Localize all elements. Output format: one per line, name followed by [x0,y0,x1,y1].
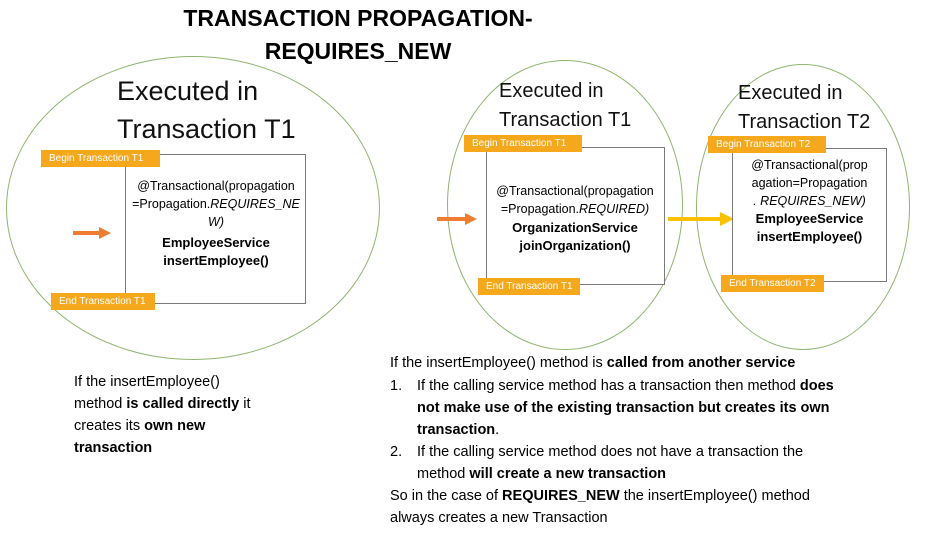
middle-end-transaction-tag: End Transaction T1 [478,278,580,295]
yellow-arrow-icon [668,212,734,226]
left-begin-transaction-tag: Begin Transaction T1 [41,150,160,167]
left-service-name: EmployeeService [162,235,270,250]
middle-heading-line-1: Executed in [499,80,604,102]
right-end-transaction-tag: End Transaction T2 [721,275,824,292]
right-heading-line-1: Executed in [738,82,843,104]
left-annotation-line-2: =Propagation.REQUIRES_NE [132,197,300,211]
left-heading: Executed in Transaction T1 [117,72,367,148]
left-note: If the insertEmployee() method is called… [74,371,314,459]
middle-heading-line-2: Transaction T1 [499,109,632,131]
left-heading-line-1: Executed in [117,76,259,106]
left-method-text: @Transactional(propagation =Propagation.… [128,177,304,270]
middle-transaction-circle [447,60,683,350]
middle-heading: Executed in Transaction T1 [499,77,669,135]
right-method-text: @Transactional(prop agation=Propagation … [733,156,886,246]
middle-service-name: OrganizationService [512,220,638,235]
middle-method-box [486,147,665,285]
bottom-note: If the insertEmployee() method is called… [390,352,920,529]
right-method-name: insertEmployee() [756,229,863,244]
middle-method-text: @Transactional(propagation =Propagation.… [487,182,663,255]
left-method-name: insertEmployee() [163,253,269,268]
right-service-name: EmployeeService [755,211,864,226]
left-note-line-1: If the insertEmployee() [74,374,220,390]
left-heading-line-2: Transaction T1 [117,114,296,144]
right-transaction-circle [696,64,910,350]
left-transaction-circle [6,56,380,360]
bottom-note-item-2: 2.If the calling service method does not… [390,444,804,482]
left-annotation-line-3: W) [208,215,224,229]
bottom-note-outro: So in the case of REQUIRES_NEW the inser… [390,488,810,526]
title-line-1: TRANSACTION PROPAGATION- [183,5,533,31]
left-end-transaction-tag: End Transaction T1 [51,293,155,310]
right-heading-line-2: Transaction T2 [738,111,871,133]
right-method-box [732,148,887,282]
right-annotation-line-1: @Transactional(prop [751,158,868,172]
left-note-line-3: creates its own new [74,418,206,434]
left-note-line-2: method is called directly it [74,396,251,412]
left-note-line-4: transaction [74,440,153,456]
right-begin-transaction-tag: Begin Transaction T2 [708,136,826,153]
middle-annotation-line-1: @Transactional(propagation [496,184,654,198]
orange-arrow-middle-icon [437,213,477,225]
right-annotation-line-2: agation=Propagation [751,176,868,190]
middle-method-name: joinOrganization() [519,238,631,253]
bottom-note-intro: If the insertEmployee() method is called… [390,355,796,371]
middle-begin-transaction-tag: Begin Transaction T1 [464,135,582,152]
bottom-note-item-1: 1.If the calling service method has a tr… [390,378,834,438]
left-method-box [125,154,306,304]
right-annotation-line-3: . REQUIRES_NEW) [753,194,866,208]
diagram-title: TRANSACTION PROPAGATION- REQUIRES_NEW [0,2,716,68]
orange-arrow-left-icon [73,227,111,239]
middle-annotation-line-2: =Propagation.REQUIRED) [500,202,650,216]
title-line-2: REQUIRES_NEW [264,38,452,64]
left-annotation-line-1: @Transactional(propagation [137,179,295,193]
right-heading: Executed in Transaction T2 [738,79,898,137]
